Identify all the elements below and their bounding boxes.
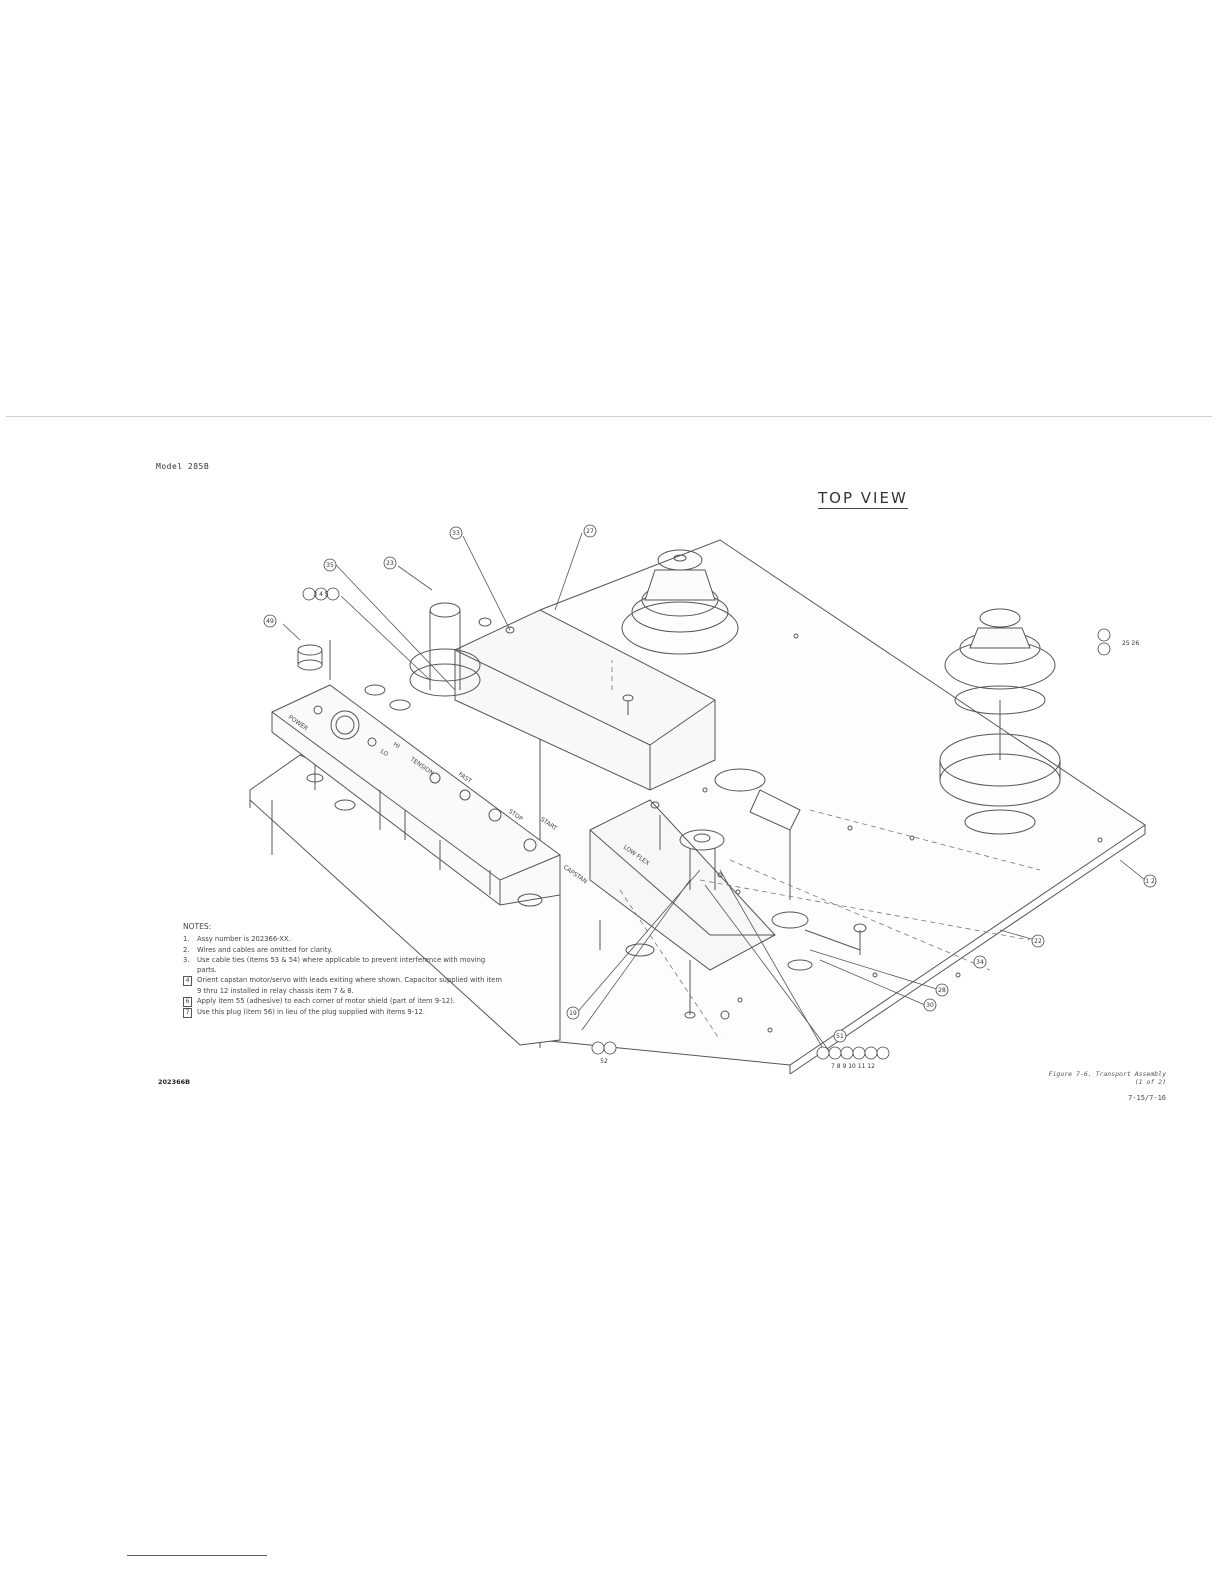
note-text: Assy number is 202366-XX. xyxy=(197,935,291,944)
figure-caption-line2: (1 of 2) xyxy=(1134,1078,1166,1086)
page-reference: 7-15/7-16 xyxy=(1128,1094,1166,1102)
callout-35-label: 35 xyxy=(326,562,334,569)
callout-30-label: 30 xyxy=(926,1002,934,1009)
callout-22-label: 22 xyxy=(1034,938,1042,945)
note-text: Wires and cables are omitted for clarity… xyxy=(197,945,333,954)
callout-27-label: 27 xyxy=(586,528,594,535)
left-reel-hub xyxy=(621,549,739,655)
view-title: TOP VIEW xyxy=(818,489,908,509)
note-item: 3. Use cable ties (items 53 & 54) where … xyxy=(183,955,503,976)
callout-28-label: 28 xyxy=(938,987,946,994)
callout-3-4-5: 3 4 5 xyxy=(302,587,340,601)
figure-caption: Figure 7-6. Transport Assembly (1 of 2) xyxy=(1014,1070,1166,1086)
callout-23: 23 xyxy=(383,556,397,570)
callout-30: 30 xyxy=(923,998,937,1012)
capstan-roller xyxy=(679,768,867,971)
note-number: 2. xyxy=(183,945,190,954)
callout-52-label: 52 xyxy=(600,1058,608,1065)
note-text: Use cable ties (items 53 & 54) where app… xyxy=(197,955,486,975)
knob-49 xyxy=(297,640,331,680)
base-plate xyxy=(539,539,1146,1066)
callout-23-label: 23 xyxy=(386,560,394,567)
note-text: Use this plug (item 56) in lieu of the p… xyxy=(197,1008,425,1017)
note-number-box: 7 xyxy=(183,1008,192,1019)
note-text: Orient capstan motor/servo with leads ex… xyxy=(197,976,502,995)
callout-27: 27 xyxy=(583,524,597,538)
note-number-box: 4 xyxy=(183,976,192,987)
note-item: 6 Apply item 55 (adhesive) to each corne… xyxy=(183,996,503,1008)
callout-7-12-label: 7 8 9 10 11 12 xyxy=(831,1063,875,1070)
note-item: 1. Assy number is 202366-XX. xyxy=(183,934,503,944)
callout-22: 22 xyxy=(1031,934,1045,948)
callout-52: 52 xyxy=(591,1041,617,1065)
note-number: 1. xyxy=(183,935,190,944)
page-divider-line xyxy=(6,416,1212,417)
panel-label-lo: LO xyxy=(379,748,390,758)
callout-34-label: 34 xyxy=(976,959,984,966)
capstan-motor xyxy=(409,602,481,697)
right-reel-hub xyxy=(939,608,1061,835)
note-item: 2. Wires and cables are omitted for clar… xyxy=(183,945,503,955)
bottom-link-line xyxy=(127,1555,267,1556)
drawing-number: 202366B xyxy=(158,1078,191,1086)
callout-49: 49 xyxy=(263,614,277,628)
notes-block: NOTES: 1. Assy number is 202366-XX. 2. W… xyxy=(183,922,503,1019)
callout-1-2-label: 1 2 xyxy=(1145,878,1155,885)
callout-33: 33 xyxy=(449,526,463,540)
notes-title: NOTES: xyxy=(183,922,212,931)
callout-51-label: 51 xyxy=(836,1033,844,1040)
note-item: 7 Use this plug (item 56) in lieu of the… xyxy=(183,1007,503,1019)
callout-7-12: 7 8 9 10 11 12 xyxy=(816,1046,890,1070)
callout-51: 51 xyxy=(833,1029,847,1043)
callout-49-label: 49 xyxy=(266,618,274,625)
control-panel xyxy=(271,684,561,906)
callout-3-4-5-label: 3 4 5 xyxy=(313,591,328,598)
callout-34: 34 xyxy=(973,955,987,969)
callout-19: 19 xyxy=(566,1006,580,1020)
figure-caption-line1: Figure 7-6. Transport Assembly xyxy=(1048,1070,1166,1078)
model-label: Model 285B xyxy=(156,462,210,471)
note-number: 3. xyxy=(183,955,190,964)
note-item: 4 Orient capstan motor/servo with leads … xyxy=(183,975,503,996)
callout-33-label: 33 xyxy=(452,530,460,537)
panel-label-hi: HI xyxy=(392,741,401,750)
callout-25-26-label: 25 26 xyxy=(1122,640,1139,647)
callout-35: 35 xyxy=(323,558,337,572)
callout-19-label: 19 xyxy=(569,1010,577,1017)
capstan-box xyxy=(589,799,776,971)
note-text: Apply item 55 (adhesive) to each corner … xyxy=(197,997,456,1006)
callout-28: 28 xyxy=(935,983,949,997)
callout-25-26: 25 26 xyxy=(1097,628,1139,656)
callout-1-2: 1 2 xyxy=(1143,874,1157,888)
note-number-box: 6 xyxy=(183,997,192,1008)
